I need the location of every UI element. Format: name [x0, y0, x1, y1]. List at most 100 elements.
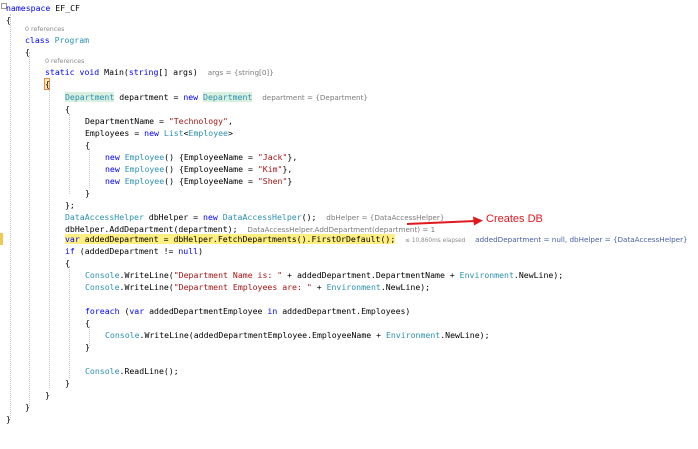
perf-tip[interactable]: ≤ 10,860ms elapsed — [405, 238, 466, 244]
keyword: namespace — [6, 3, 51, 13]
type-name: List — [163, 128, 184, 138]
code-text: .WriteLine(addedDepartmentEmployee.Emplo… — [139, 330, 386, 340]
code-text: ) — [198, 246, 204, 256]
code-line: new Employee() {EmployeeName = "Shen"} — [0, 175, 292, 187]
annotation-arrow-icon — [406, 216, 483, 226]
type-name: DataAccessHelper — [65, 212, 144, 222]
keyword: null — [178, 246, 199, 256]
type-name: Console — [85, 366, 120, 376]
code-text: () {EmployeeName = — [164, 152, 258, 162]
code-text: .WriteLine( — [119, 282, 174, 292]
keyword: new — [105, 164, 120, 174]
code-text: DepartmentName = — [85, 116, 169, 126]
indent-guide — [89, 326, 90, 346]
annotation-label: Creates DB — [486, 213, 543, 225]
code-line: { — [0, 317, 90, 329]
brace: } — [85, 342, 90, 352]
code-text: < — [183, 128, 189, 138]
code-text: .NewLine); — [440, 330, 490, 340]
code-text: department = — [114, 92, 184, 102]
keyword: if — [65, 246, 75, 256]
indent-guide — [49, 90, 50, 388]
inline-debug-value: dbHelper = {DataAccessHelper} — [326, 213, 445, 222]
indent-guide — [10, 14, 11, 418]
code-editor[interactable]: namespace EF_CF { 0 references class Pro… — [0, 0, 698, 429]
keyword: new — [183, 92, 199, 102]
code-text: (addedDepartment != — [74, 246, 179, 256]
code-text: + — [311, 282, 327, 292]
string-literal: "Jack" — [257, 152, 288, 162]
brace: { — [85, 140, 90, 150]
code-text: .NewLine); — [380, 282, 431, 292]
brace: { — [65, 258, 70, 268]
brace: } — [6, 414, 11, 424]
brace: } — [25, 402, 30, 412]
string-literal: "Kim" — [257, 164, 283, 174]
type-name: Console — [85, 282, 120, 292]
type-name: Environment — [326, 282, 381, 292]
brace: }; — [65, 200, 75, 210]
type-name: Employee — [124, 164, 165, 174]
keyword: var — [129, 306, 145, 316]
type-name: Console — [105, 330, 140, 340]
inline-debug-value: DataAccessHelper.AddDepartment(departmen… — [247, 225, 436, 234]
code-text: () {EmployeeName = — [164, 164, 258, 174]
string-literal: "Technology" — [168, 116, 228, 126]
indent-guide — [29, 52, 30, 406]
code-line: DepartmentName = "Technology", — [0, 115, 233, 127]
code-line: { — [0, 78, 50, 90]
namespace-name: EF_CF — [50, 3, 80, 13]
code-text: ( — [119, 306, 130, 316]
inline-debug-value: addedDepartment = null, dbHelper = {Data… — [475, 235, 688, 244]
code-line: Console.WriteLine("Department Name is: "… — [0, 269, 563, 281]
inline-debug-value: args = {string[0]} — [207, 68, 274, 77]
brace: { — [6, 15, 11, 25]
code-line: foreach (var addedDepartmentEmployee in … — [0, 305, 410, 317]
code-text: , — [227, 116, 233, 126]
code-line: static void Main(string[] args) args = {… — [0, 66, 274, 78]
code-line: Employees = new List<Employee> — [0, 127, 233, 139]
type-name: Environment — [459, 270, 514, 280]
method-signature: Main( — [99, 67, 129, 77]
brace: { — [45, 79, 50, 89]
code-line: { — [0, 257, 70, 269]
code-line: DataAccessHelper dbHelper = new DataAcce… — [0, 211, 444, 223]
keyword: new — [105, 176, 120, 186]
indent-guide — [69, 114, 70, 194]
code-text: () {EmployeeName = — [164, 176, 258, 186]
code-line: } — [0, 401, 30, 413]
type-name: Employee — [124, 152, 165, 162]
type-name: Console — [85, 270, 120, 280]
type-name: Department — [65, 92, 115, 102]
brace: } — [85, 188, 90, 198]
type-name: DataAccessHelper — [222, 212, 302, 222]
brace: } — [45, 390, 50, 400]
code-text: > — [227, 128, 233, 138]
code-text: .ReadLine(); — [119, 366, 179, 376]
keyword: class — [25, 35, 50, 45]
code-line: { — [0, 103, 70, 115]
code-line: }; — [0, 199, 75, 211]
code-text: addedDepartmentEmployee — [144, 306, 268, 316]
code-line: } — [0, 187, 90, 199]
class-name: Program — [54, 35, 90, 45]
code-line: } — [0, 413, 20, 425]
collapse-toggle-icon[interactable] — [1, 3, 7, 9]
string-literal: "Department Name is: " — [173, 270, 283, 280]
keyword: in — [267, 306, 278, 316]
brace: { — [25, 47, 30, 57]
code-line: namespace EF_CF — [0, 2, 80, 14]
code-line: { — [0, 139, 90, 151]
code-text: }, — [287, 152, 298, 162]
keyword: new — [105, 152, 120, 162]
code-line: if (addedDepartment != null) — [0, 245, 203, 257]
brace: { — [85, 318, 90, 328]
code-line: Console.WriteLine("Department Employees … — [0, 281, 430, 293]
code-line: Department department = new Department d… — [0, 91, 368, 103]
code-text: .WriteLine( — [119, 270, 174, 280]
type-name: Department — [203, 92, 253, 102]
keyword: new — [203, 212, 218, 222]
keyword: foreach — [85, 306, 120, 316]
code-text: }, — [282, 164, 293, 174]
current-line-marker — [0, 233, 3, 245]
